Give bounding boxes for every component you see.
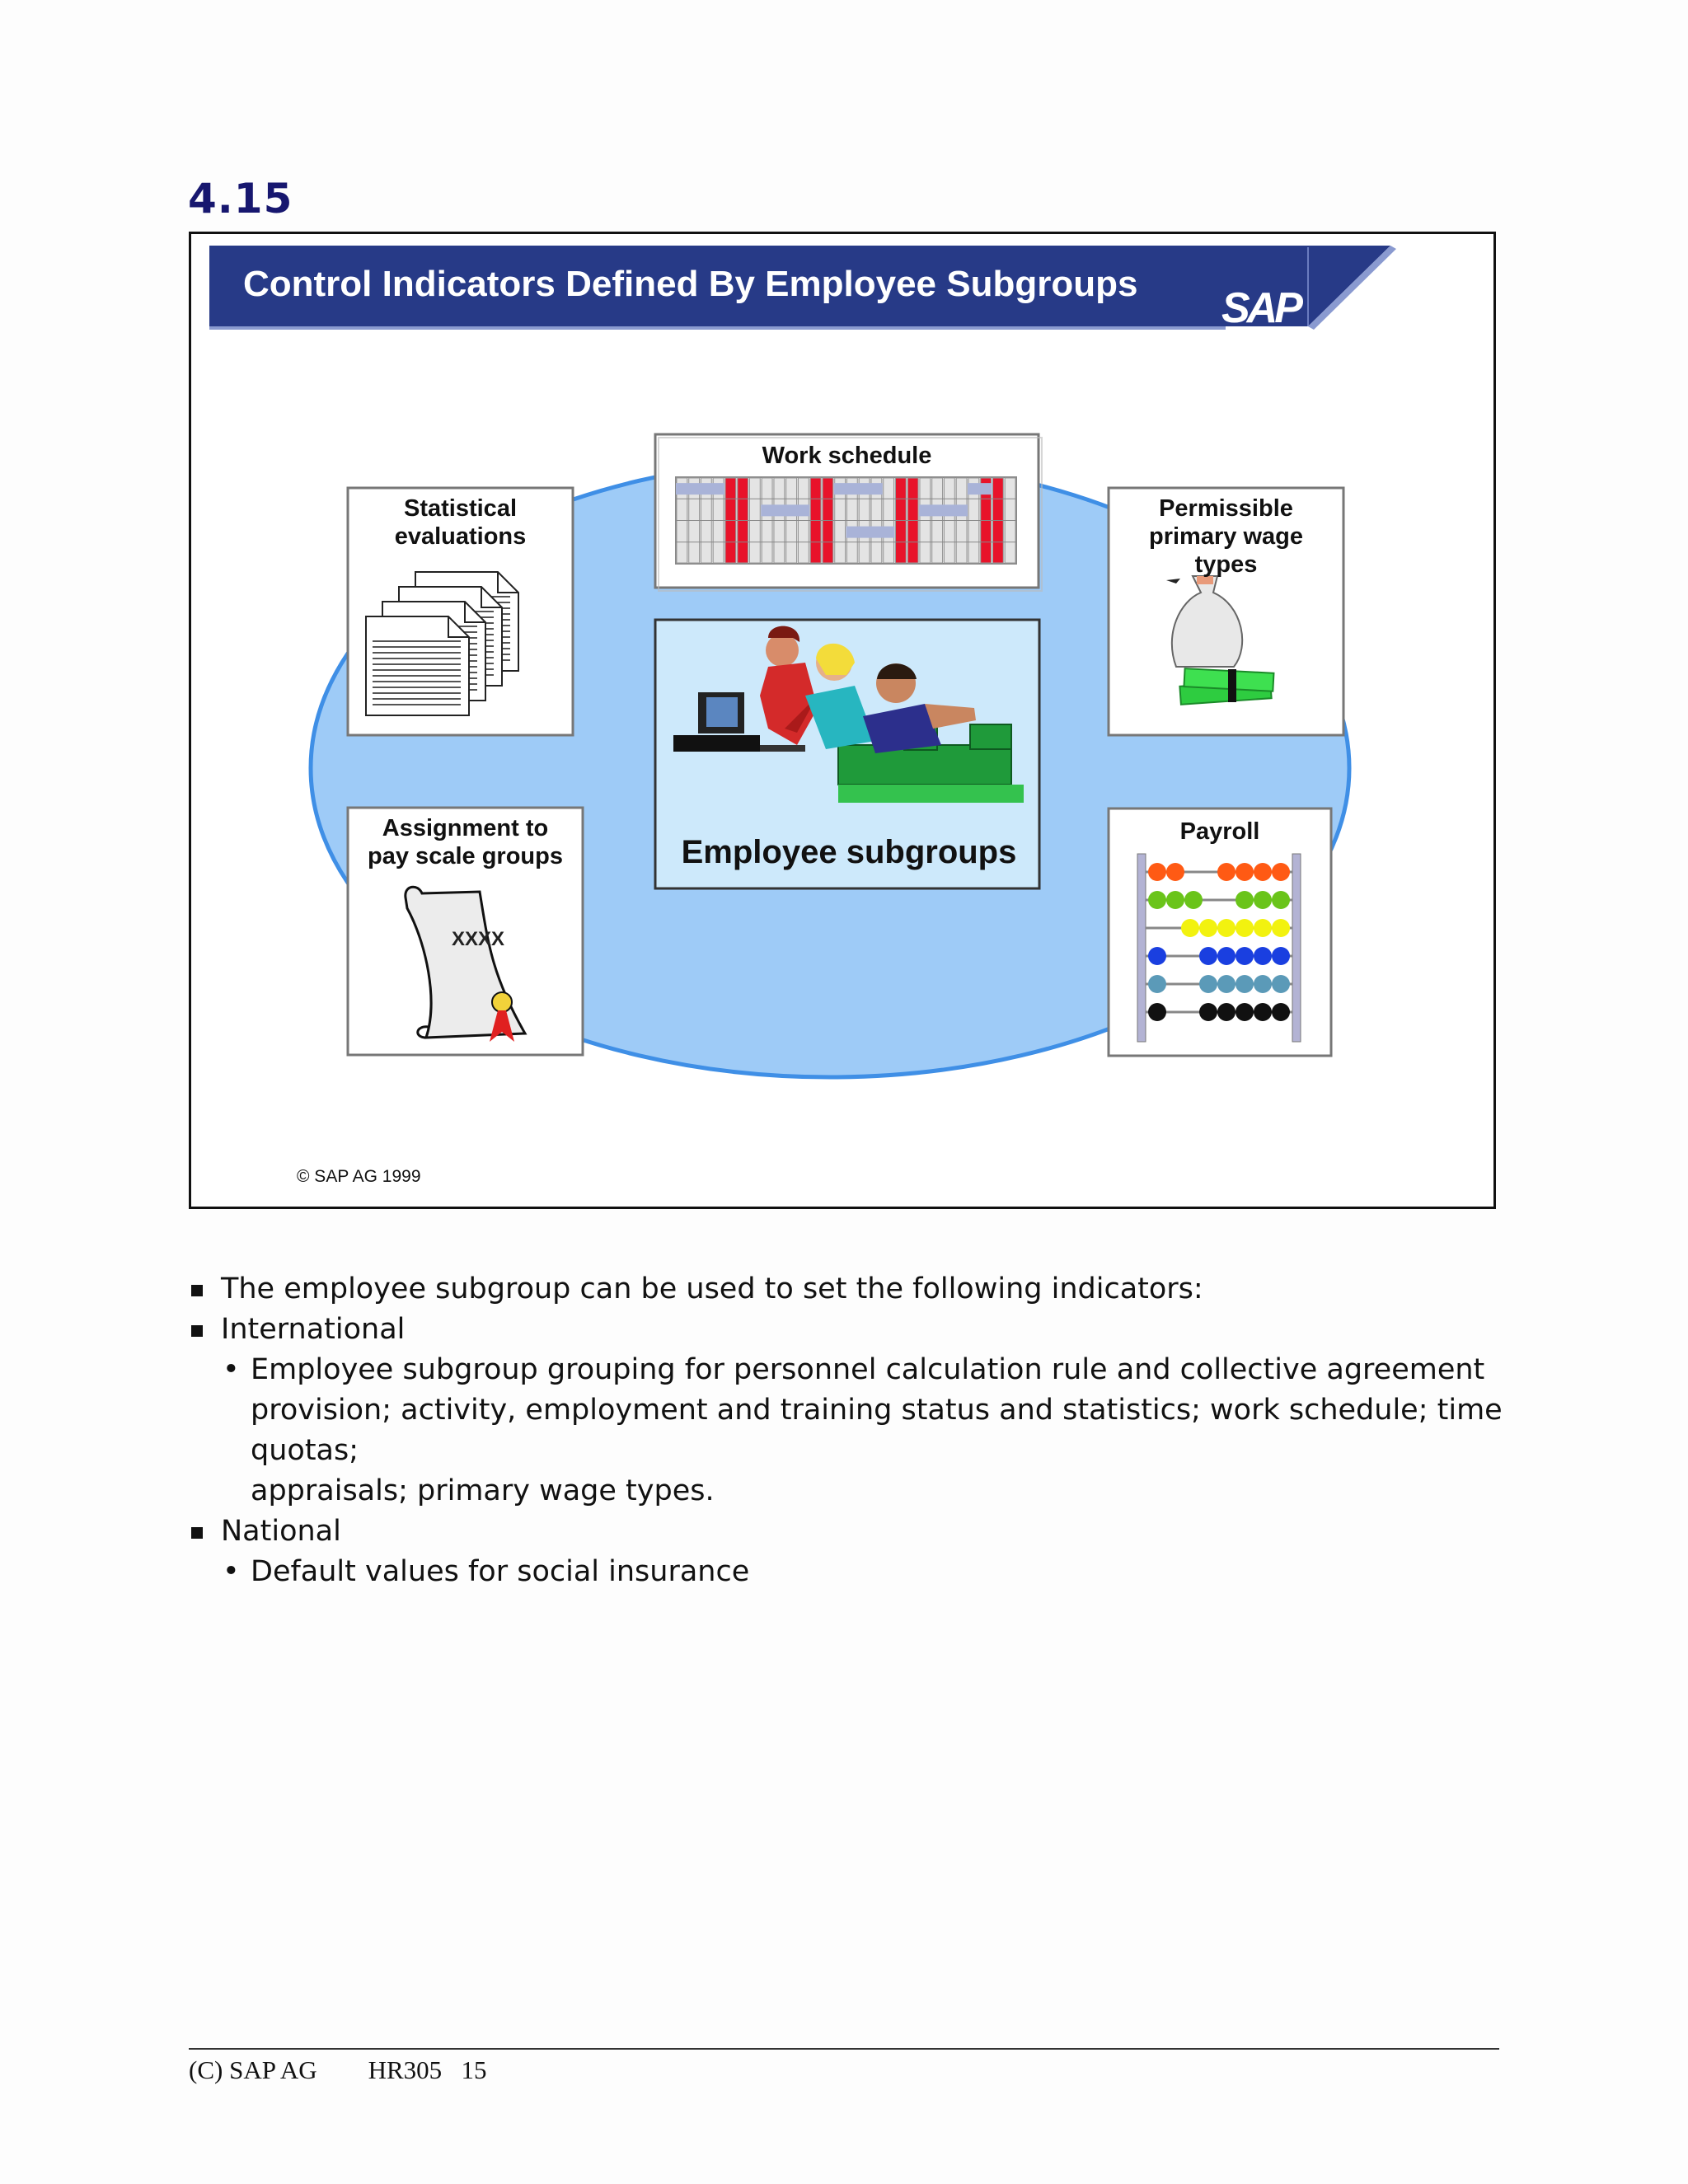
square-bullet-icon: [191, 1527, 203, 1539]
permissible-label: Permissible primary wage types: [1109, 494, 1343, 579]
payroll-box: [1107, 807, 1333, 1057]
statistical-label: Statistical evaluations: [348, 494, 573, 551]
abacus-icon: [1137, 853, 1301, 1043]
assignment-label-line2: pay scale groups: [368, 843, 563, 869]
square-bullet-icon: [191, 1325, 203, 1337]
slide: Control Indicators Defined By Employee S…: [189, 232, 1496, 1209]
section-number: 4.15: [188, 175, 293, 223]
sub-bullet-item: • Employee subgroup grouping for personn…: [188, 1350, 1507, 1511]
payroll-label: Payroll: [1179, 818, 1260, 845]
page-footer: (C) SAP AG HR305 15: [189, 2055, 486, 2085]
work-schedule-box: [654, 433, 1043, 592]
statistical-box: [346, 486, 574, 737]
permissible-label-line2: primary wage: [1149, 523, 1303, 550]
sap-logo: SAP: [1221, 284, 1303, 332]
calendar-grid-icon: [675, 476, 1017, 565]
certificate-scroll-icon: [404, 885, 528, 1042]
statistical-label-line2: evaluations: [394, 523, 527, 550]
permissible-label-line3: types: [1194, 551, 1258, 578]
slide-copyright: © SAP AG 1999: [297, 1167, 421, 1186]
bullet-list: The employee subgroup can be used to set…: [188, 1269, 1507, 1592]
permissible-label-line1: Permissible: [1159, 495, 1293, 522]
employee-subgroups-box: [654, 618, 1041, 890]
office-workers-icon: [673, 626, 1024, 803]
sub-bullet-item: • Default values for social insurance: [188, 1552, 1507, 1592]
round-bullet-icon: •: [223, 1555, 240, 1588]
footer-rule: [189, 2048, 1499, 2050]
footer-page: 15: [461, 2055, 487, 2084]
assignment-label-line1: Assignment to: [382, 815, 549, 841]
employee-subgroups-label: Employee subgroups: [681, 834, 1017, 870]
assignment-label: Assignment to pay scale groups: [348, 814, 583, 870]
bullet-item: National: [188, 1511, 1507, 1552]
assignment-box: [346, 806, 584, 1057]
round-bullet-icon: •: [223, 1353, 240, 1386]
square-bullet-icon: [191, 1285, 203, 1296]
money-bag-icon: [1166, 575, 1275, 705]
document-stack-icon: [365, 571, 519, 716]
permissible-box: [1107, 486, 1345, 737]
bullet-item: The employee subgroup can be used to set…: [188, 1269, 1507, 1310]
slide-graphics: [209, 246, 1396, 1080]
scroll-text: XXXX: [451, 928, 505, 950]
footer-left: (C) SAP AG: [189, 2055, 317, 2084]
statistical-label-line1: Statistical: [404, 495, 517, 522]
work-schedule-label: Work schedule: [762, 443, 932, 469]
footer-course: HR305: [368, 2055, 443, 2084]
bullet-item: International: [188, 1310, 1507, 1350]
title-bar: [209, 246, 1396, 330]
slide-title: Control Indicators Defined By Employee S…: [243, 264, 1138, 304]
